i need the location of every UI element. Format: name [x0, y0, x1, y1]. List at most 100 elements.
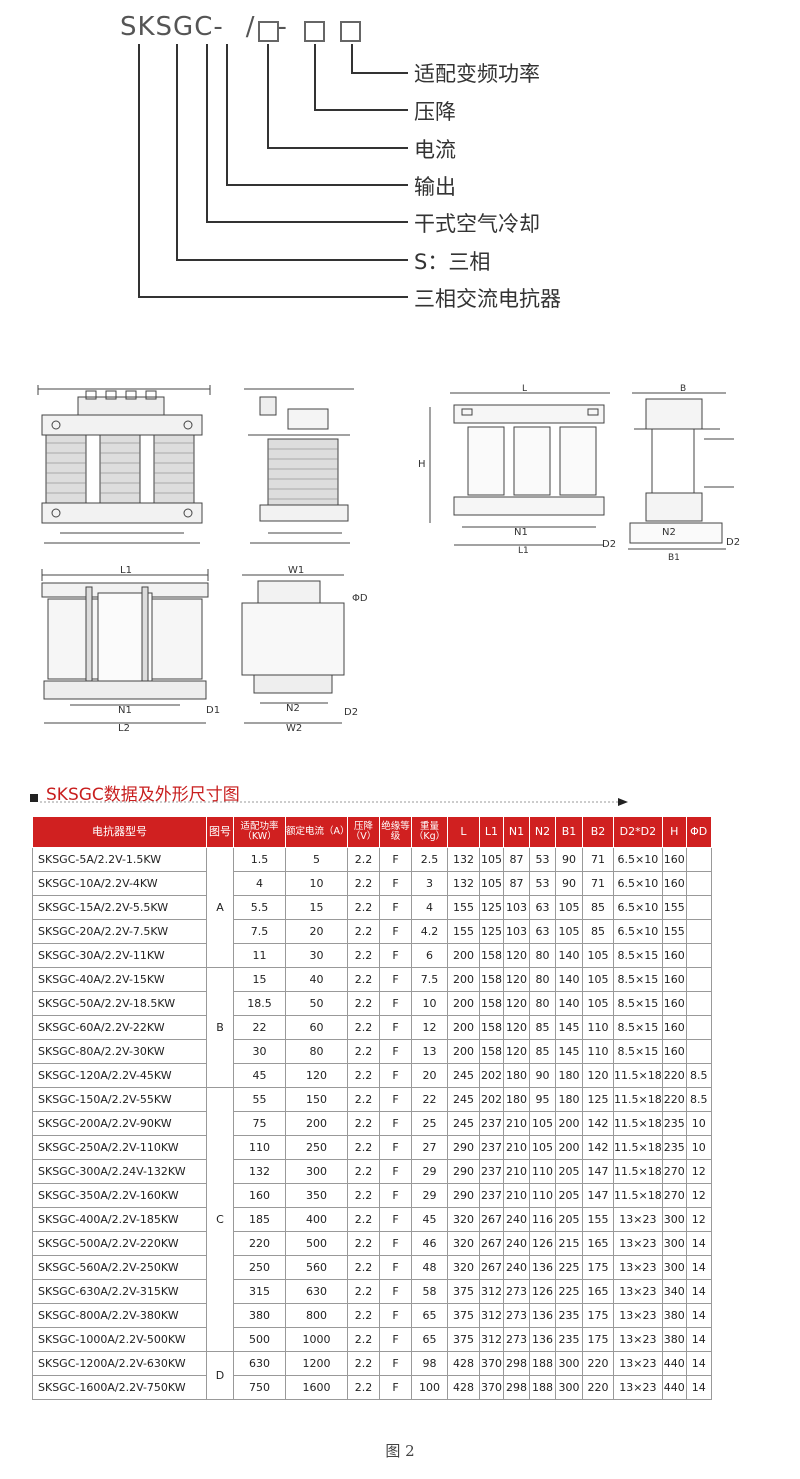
table-cell-B1: 145: [555, 1039, 583, 1064]
table-cell-N2: 188: [529, 1351, 556, 1376]
table-cell-voltage-drop: 2.2: [347, 1207, 380, 1232]
model-code-prefix: SKSGC-: [120, 12, 224, 42]
table-cell-voltage-drop: 2.2: [347, 871, 380, 896]
table-cell-power: 132: [233, 1159, 286, 1184]
table-cell-B2: 147: [582, 1183, 614, 1208]
table-cell-current: 20: [285, 919, 348, 944]
section-bullet: [30, 794, 38, 802]
table-cell-H: 300: [661, 1231, 687, 1256]
legend-label-output: 输出: [414, 175, 456, 199]
table-cell-B1: 200: [555, 1135, 583, 1160]
table-cell-H: 160: [661, 943, 687, 968]
table-cell-B2: 175: [582, 1255, 614, 1280]
table-cell-B1: 225: [555, 1279, 583, 1304]
table-cell-H: 440: [661, 1351, 687, 1376]
table-cell-N1: 103: [503, 895, 530, 920]
table-cell-L1: 267: [479, 1255, 504, 1280]
table-cell-voltage-drop: 2.2: [347, 1039, 380, 1064]
table-cell-D2xD2: 8.5×15: [613, 1039, 663, 1064]
drawing-front-view-1: [37, 385, 211, 544]
table-cell-power: 750: [233, 1375, 286, 1400]
table-cell-weight: 22: [411, 1087, 448, 1112]
table-cell-H: 235: [661, 1135, 687, 1160]
table-header-power: 适配功率（KW）: [233, 816, 286, 848]
table-cell-insulation: F: [379, 1279, 412, 1304]
figure-group-cell: C: [206, 1087, 234, 1352]
table-cell-insulation: F: [379, 1159, 412, 1184]
table-cell-current: 500: [285, 1231, 348, 1256]
table-cell-B2: 142: [582, 1135, 614, 1160]
table-cell-phiD: 12: [685, 1207, 712, 1232]
table-cell-model: SKSGC-40A/2.2V-15KW: [32, 967, 207, 992]
table-cell-insulation: F: [379, 991, 412, 1016]
table-cell-phiD: 14: [685, 1279, 712, 1304]
table-cell-L: 290: [447, 1183, 480, 1208]
table-cell-voltage-drop: 2.2: [347, 1255, 380, 1280]
table-cell-voltage-drop: 2.2: [347, 1303, 380, 1328]
figure-group-cell: A: [206, 847, 234, 968]
table-cell-voltage-drop: 2.2: [347, 1063, 380, 1088]
table-cell-insulation: F: [379, 1375, 412, 1400]
table-cell-L: 132: [447, 847, 480, 872]
table-cell-phiD: 10: [685, 1111, 712, 1136]
table-cell-H: 160: [661, 871, 687, 896]
table-cell-model: SKSGC-1200A/2.2V-630KW: [32, 1351, 207, 1376]
table-cell-B1: 235: [555, 1303, 583, 1328]
table-cell-L: 320: [447, 1207, 480, 1232]
table-cell-voltage-drop: 2.2: [347, 1231, 380, 1256]
table-cell-insulation: F: [379, 1111, 412, 1136]
table-cell-N1: 87: [503, 847, 530, 872]
table-cell-power: 18.5: [233, 991, 286, 1016]
table-cell-B2: 85: [582, 919, 614, 944]
table-cell-L: 132: [447, 871, 480, 896]
table-cell-N1: 273: [503, 1303, 530, 1328]
table-cell-N1: 87: [503, 871, 530, 896]
table-cell-voltage-drop: 2.2: [347, 1279, 380, 1304]
table-cell-N1: 120: [503, 1039, 530, 1064]
model-code-legend: SKSGC-/- 适配变频功率 压降 电流 输出 干式空气冷却 S：三相 三相交…: [0, 0, 800, 330]
table-cell-H: 380: [661, 1303, 687, 1328]
table-cell-B1: 205: [555, 1159, 583, 1184]
drawing-label-L2: L2: [118, 723, 130, 733]
table-cell-B1: 90: [555, 847, 583, 872]
table-cell-power: 185: [233, 1207, 286, 1232]
table-cell-H: 160: [661, 1015, 687, 1040]
table-cell-L1: 158: [479, 1015, 504, 1040]
table-cell-H: 270: [661, 1183, 687, 1208]
drawing-label-N1-b: N1: [118, 705, 132, 716]
table-cell-current: 50: [285, 991, 348, 1016]
table-cell-model: SKSGC-560A/2.2V-250KW: [32, 1255, 207, 1280]
drawing-label-D2-a: D2: [602, 539, 616, 550]
table-cell-N2: 126: [529, 1279, 556, 1304]
table-cell-weight: 65: [411, 1303, 448, 1328]
table-cell-model: SKSGC-500A/2.2V-220KW: [32, 1231, 207, 1256]
table-cell-N1: 240: [503, 1231, 530, 1256]
table-cell-voltage-drop: 2.2: [347, 991, 380, 1016]
table-cell-weight: 58: [411, 1279, 448, 1304]
table-cell-H: 160: [661, 847, 687, 872]
drawing-label-phiD: ΦD: [352, 593, 368, 604]
table-cell-L1: 370: [479, 1375, 504, 1400]
table-cell-N1: 210: [503, 1183, 530, 1208]
table-cell-D2xD2: 13×23: [613, 1303, 663, 1328]
figure-group-cell: D: [206, 1351, 234, 1400]
table-cell-H: 235: [661, 1111, 687, 1136]
table-cell-insulation: F: [379, 943, 412, 968]
table-cell-L: 428: [447, 1351, 480, 1376]
table-cell-D2xD2: 13×23: [613, 1327, 663, 1352]
table-cell-insulation: F: [379, 919, 412, 944]
table-cell-model: SKSGC-300A/2.24V-132KW: [32, 1159, 207, 1184]
legend-label-voltage-drop: 压降: [414, 100, 456, 124]
table-cell-D2xD2: 13×23: [613, 1279, 663, 1304]
table-cell-B1: 205: [555, 1207, 583, 1232]
table-cell-N2: 80: [529, 943, 556, 968]
table-cell-model: SKSGC-15A/2.2V-5.5KW: [32, 895, 207, 920]
table-cell-power: 110: [233, 1135, 286, 1160]
table-cell-N2: 95: [529, 1087, 556, 1112]
table-cell-voltage-drop: 2.2: [347, 1087, 380, 1112]
table-cell-phiD: [685, 1039, 712, 1064]
